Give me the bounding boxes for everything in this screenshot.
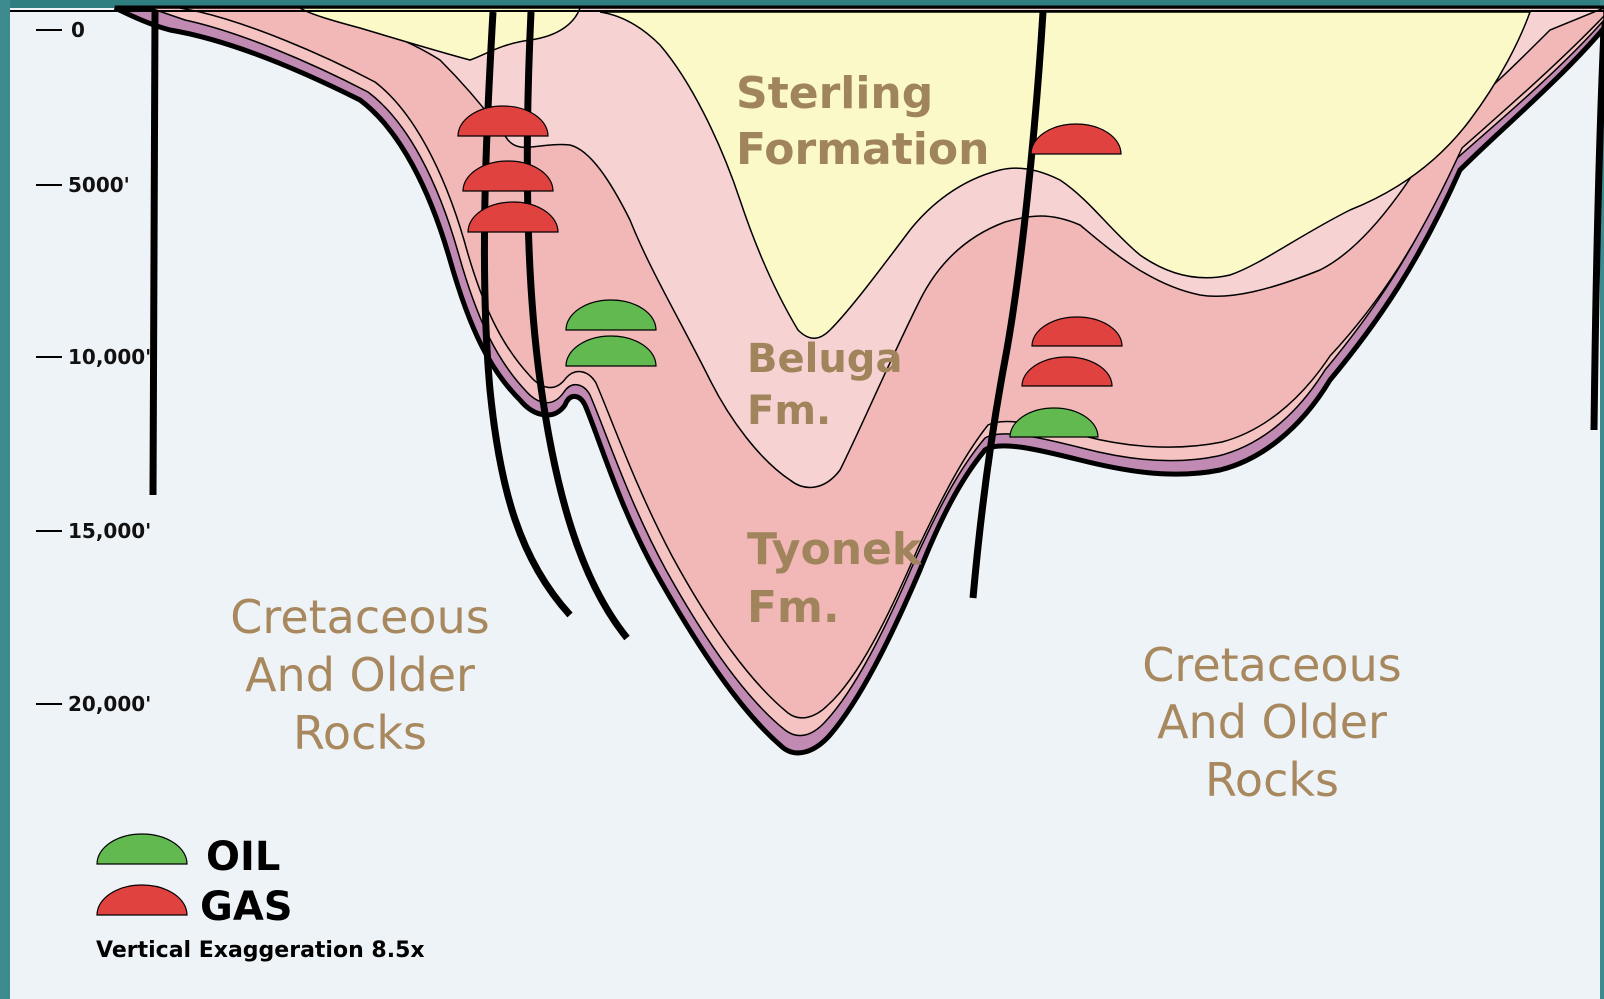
- depth-tick-label: 5000': [68, 173, 130, 197]
- well-line: [153, 12, 155, 495]
- depth-tick-label: 0: [71, 18, 85, 42]
- tyonek-label-line1: Tyonek: [747, 524, 923, 575]
- vertical-exaggeration-note: Vertical Exaggeration 8.5x: [96, 938, 425, 963]
- depth-tick-label: 15,000': [68, 519, 151, 543]
- tyonek-label-line2: Fm.: [747, 582, 840, 633]
- gas-legend-label: GAS: [200, 884, 293, 930]
- basement-left-line1: Cretaceous: [230, 590, 489, 644]
- basement-right-line3: Rocks: [1205, 753, 1339, 807]
- beluga-label-line2: Fm.: [747, 388, 831, 434]
- beluga-label-line1: Beluga: [747, 336, 902, 382]
- basement-left-line2: And Older: [245, 648, 475, 702]
- basement-right-line2: And Older: [1157, 695, 1387, 749]
- oil-legend-label: OIL: [206, 834, 280, 880]
- sterling-label-line2: Formation: [736, 124, 989, 175]
- depth-tick-label: 10,000': [68, 345, 151, 369]
- basement-right-line1: Cretaceous: [1142, 638, 1401, 692]
- basement-left-line3: Rocks: [293, 706, 427, 760]
- sterling-label-line1: Sterling: [736, 68, 933, 119]
- depth-tick-label: 20,000': [68, 692, 151, 716]
